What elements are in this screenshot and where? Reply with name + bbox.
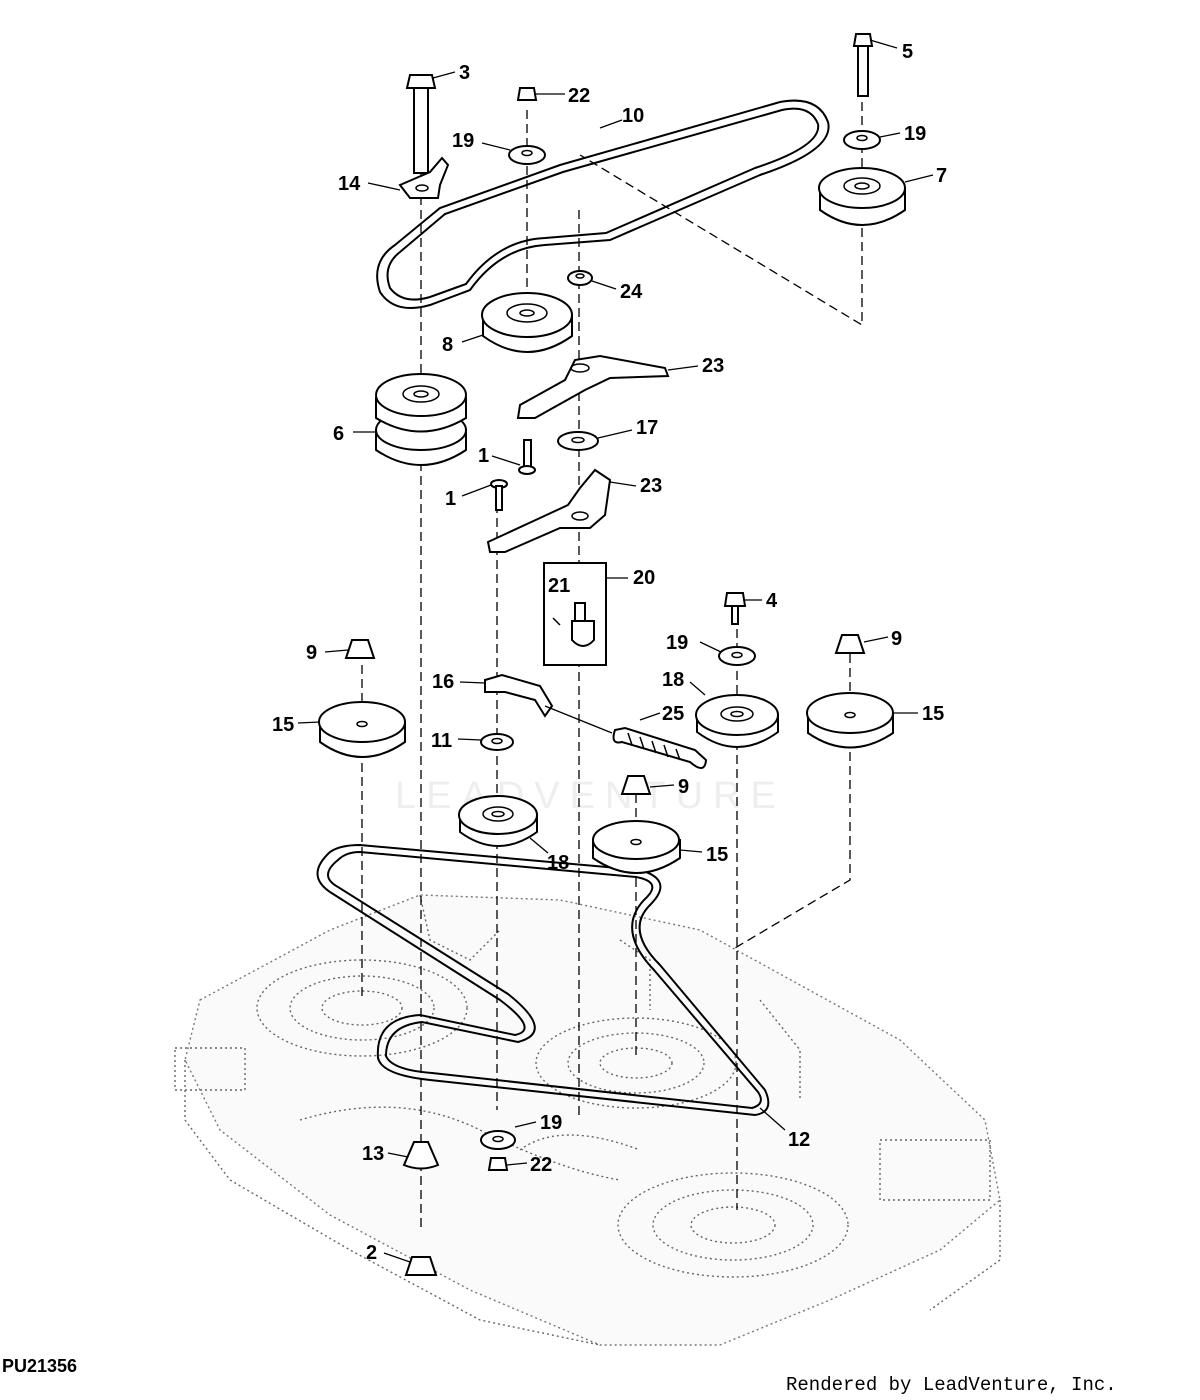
- callout-15-left: 15: [272, 714, 294, 736]
- leader-lines: [297, 39, 934, 1263]
- spring-25: [544, 705, 708, 769]
- bolt-1-lower: [490, 479, 508, 511]
- callout-1-lower: 1: [445, 488, 456, 510]
- washer-11: [480, 733, 514, 751]
- callout-22-top: 22: [568, 85, 590, 107]
- spacer-13: [402, 1141, 440, 1170]
- mower-deck: [174, 894, 1001, 1346]
- pulley-18-right: [695, 694, 779, 748]
- callout-18-left: 18: [547, 852, 569, 874]
- washer-19-right: [843, 130, 881, 150]
- callout-9-center: 9: [678, 776, 689, 798]
- pulley-18-left: [458, 795, 538, 847]
- callout-18-right: 18: [662, 669, 684, 691]
- callout-23-upper: 23: [702, 355, 724, 377]
- pulley-8: [481, 292, 573, 353]
- callout-12: 12: [788, 1129, 810, 1151]
- callout-14: 14: [338, 173, 361, 195]
- callout-10: 10: [622, 105, 644, 127]
- callout-9-right: 9: [891, 628, 902, 650]
- callout-15-right: 15: [922, 703, 944, 725]
- nut-9-center: [620, 775, 652, 795]
- bolt-3: [405, 74, 437, 174]
- nut-22-bottom: [487, 1157, 509, 1171]
- washer-19-bottom: [480, 1130, 516, 1150]
- callout-15-center: 15: [706, 844, 728, 866]
- callout-labels: 3 22 10 5 19 19 14 7 24 8 23 6 17 1 1 23…: [272, 41, 947, 1264]
- callout-19-mid: 19: [666, 632, 688, 654]
- bolt-4: [723, 592, 747, 625]
- callout-1-upper: 1: [478, 445, 489, 467]
- credit-text: Rendered by LeadVenture, Inc.: [786, 1374, 1117, 1396]
- callout-24: 24: [620, 281, 643, 303]
- nut-2: [404, 1256, 438, 1276]
- bracket-14: [398, 156, 450, 199]
- callout-5: 5: [902, 41, 913, 63]
- bolt-5: [852, 33, 874, 97]
- callout-7: 7: [936, 165, 947, 187]
- callout-25: 25: [662, 703, 684, 725]
- callout-16: 16: [432, 671, 454, 693]
- pulley-15-right: [806, 692, 894, 749]
- callout-4: 4: [766, 590, 778, 612]
- bolt-1-upper: [518, 439, 536, 475]
- callout-23-lower: 23: [640, 475, 662, 497]
- nut-9-right: [834, 634, 866, 654]
- nut-9-left: [344, 639, 376, 659]
- spacer-kit-20: [543, 562, 607, 666]
- callout-8: 8: [442, 334, 453, 356]
- nut-22-top: [516, 87, 538, 101]
- upper-belt: [376, 99, 830, 309]
- callout-19-right: 19: [904, 123, 926, 145]
- callout-2: 2: [366, 1242, 377, 1264]
- callout-13: 13: [362, 1143, 384, 1165]
- pulley-15-center: [592, 820, 681, 874]
- watermark: LEADVENTURE: [395, 775, 786, 817]
- lower-belt: [316, 843, 770, 1117]
- double-pulley-6: [375, 373, 467, 466]
- pulley-7: [818, 167, 906, 226]
- callout-21: 21: [548, 575, 570, 597]
- callout-19-top: 19: [452, 130, 474, 152]
- bracket-16: [484, 673, 554, 718]
- washer-19-top: [508, 145, 546, 165]
- callout-11: 11: [431, 730, 452, 752]
- washer-17: [557, 431, 599, 451]
- idler-arm-23-lower: [486, 468, 612, 553]
- washer-24: [567, 270, 593, 286]
- callout-6: 6: [333, 423, 344, 445]
- figure-id: PU21356: [2, 1356, 78, 1376]
- callout-9-left: 9: [306, 642, 317, 664]
- callout-20: 20: [633, 567, 655, 589]
- callout-22-bottom: 22: [530, 1154, 552, 1176]
- idler-arm-23-upper: [516, 354, 670, 419]
- callout-3: 3: [459, 62, 470, 84]
- callout-19-bottom: 19: [540, 1112, 562, 1134]
- callout-17: 17: [636, 417, 658, 439]
- washer-19-mid: [718, 646, 756, 666]
- pulley-15-left: [318, 701, 406, 758]
